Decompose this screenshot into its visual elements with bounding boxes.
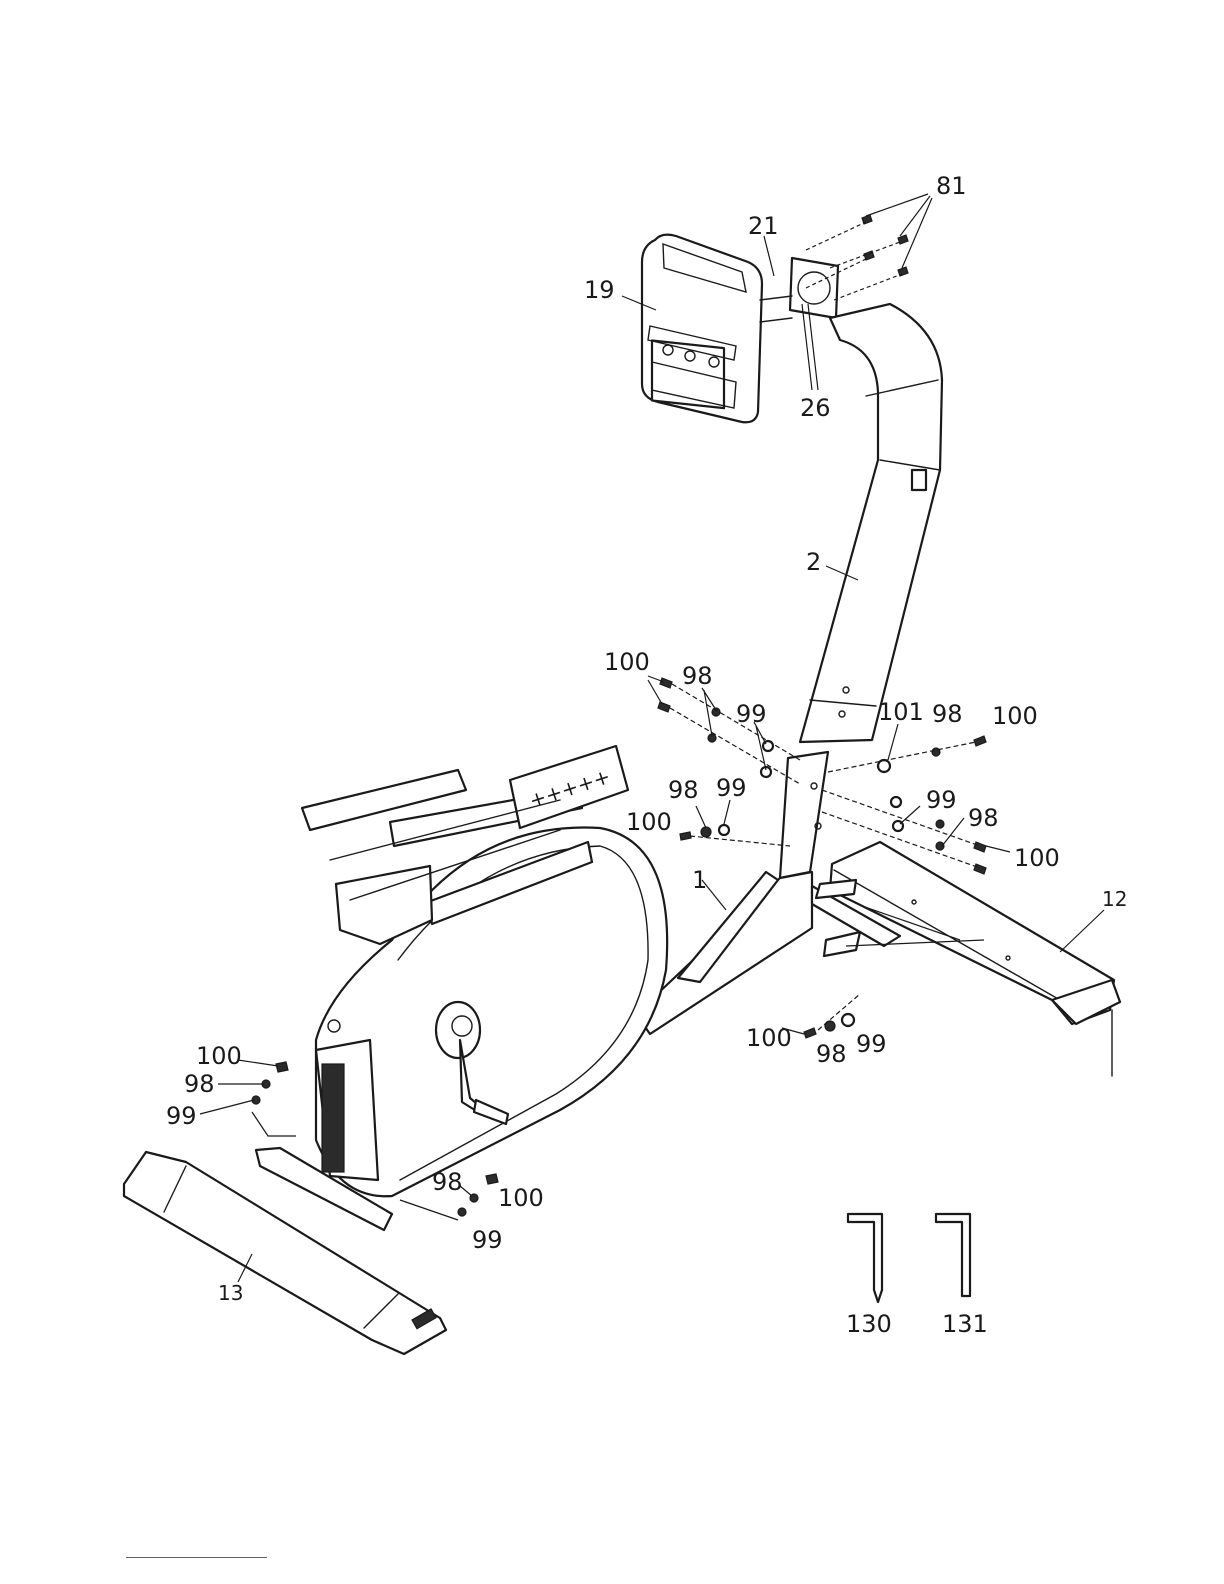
callout-99-c: 99 bbox=[926, 786, 957, 814]
callout-98-a: 98 bbox=[682, 662, 713, 690]
callout-1: 1 bbox=[692, 866, 707, 894]
callout-98-e: 98 bbox=[816, 1040, 847, 1068]
callout-130: 130 bbox=[846, 1310, 892, 1338]
callout-100-e: 100 bbox=[746, 1024, 792, 1052]
callout-98-f: 98 bbox=[184, 1070, 215, 1098]
callout-2: 2 bbox=[806, 548, 821, 576]
callout-100-g: 100 bbox=[498, 1184, 544, 1212]
hardware-upper-left bbox=[658, 678, 800, 784]
hardware-rear-bottom bbox=[804, 994, 860, 1038]
callout-99-d: 99 bbox=[856, 1030, 887, 1058]
console-part-19 bbox=[642, 235, 762, 423]
callout-98-g: 98 bbox=[432, 1168, 463, 1196]
callout-99-f: 99 bbox=[472, 1226, 503, 1254]
allen-wrench-130 bbox=[848, 1214, 882, 1302]
callout-131: 131 bbox=[942, 1310, 988, 1338]
upright-post-part-2 bbox=[800, 304, 942, 742]
allen-wrench-131 bbox=[936, 1214, 970, 1296]
callout-99-e: 99 bbox=[166, 1102, 197, 1130]
callout-99-a: 99 bbox=[736, 700, 767, 728]
callout-98-b: 98 bbox=[932, 700, 963, 728]
hardware-mid-left bbox=[680, 825, 790, 846]
callout-13: 13 bbox=[218, 1281, 243, 1305]
callout-98-c: 98 bbox=[668, 776, 699, 804]
callout-21: 21 bbox=[748, 212, 779, 240]
footer-rule bbox=[126, 1557, 267, 1558]
callout-98-d: 98 bbox=[968, 804, 999, 832]
callout-19: 19 bbox=[584, 276, 615, 304]
hardware-right-side bbox=[822, 736, 986, 874]
callout-100-a: 100 bbox=[604, 648, 650, 676]
callout-100-b: 100 bbox=[992, 702, 1038, 730]
callout-81: 81 bbox=[936, 172, 967, 200]
callout-99-b: 99 bbox=[716, 774, 747, 802]
callout-100-f: 100 bbox=[196, 1042, 242, 1070]
callout-12: 12 bbox=[1102, 887, 1127, 911]
callout-100-d: 100 bbox=[1014, 844, 1060, 872]
callout-101: 101 bbox=[878, 698, 924, 726]
callout-26: 26 bbox=[800, 394, 831, 422]
callout-100-c: 100 bbox=[626, 808, 672, 836]
